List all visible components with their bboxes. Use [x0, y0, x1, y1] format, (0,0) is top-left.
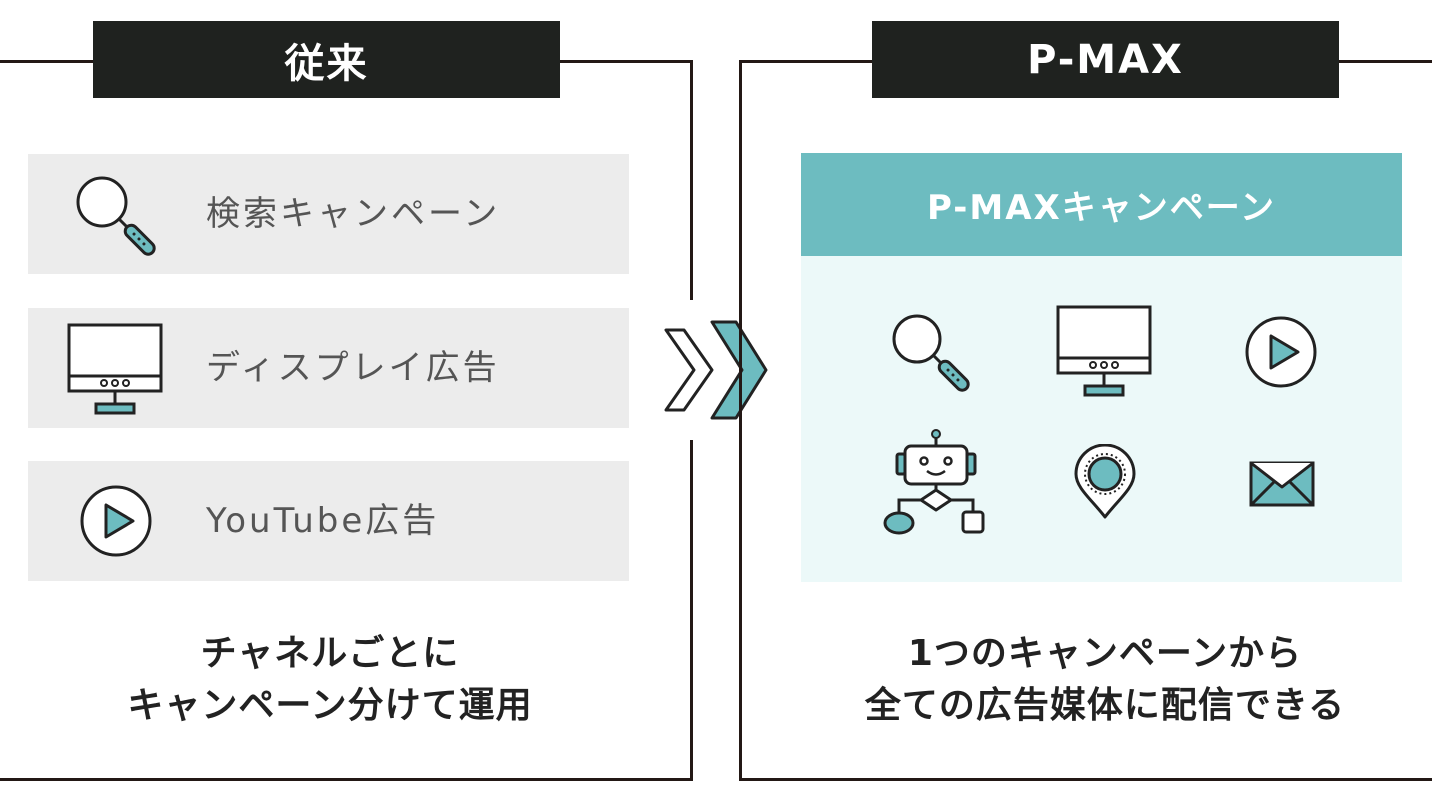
row-youtube-ads: YouTube広告 [28, 461, 629, 581]
row-label-search: 検索キャンペーン [206, 194, 501, 234]
left-caption: チャネルごとに キャンペーン分けて運用 [40, 628, 620, 732]
left-frame-top-right [559, 60, 693, 63]
map-pin-icon [1074, 444, 1136, 519]
right-tab-title: P-MAX [872, 21, 1339, 98]
right-frame-top-left [739, 60, 873, 63]
play-icon [80, 485, 152, 557]
search-icon [76, 176, 156, 256]
pmax-campaign-header: P-MAXキャンペーン [801, 153, 1402, 256]
mail-icon [1249, 461, 1315, 507]
right-caption: 1つのキャンペーンから 全ての広告媒体に配信できる [810, 628, 1400, 732]
robot-flowchart-icon [883, 429, 985, 535]
monitor-icon [1056, 305, 1152, 397]
left-caption-line1: チャネルごとに [200, 633, 460, 674]
row-display-ads: ディスプレイ広告 [28, 308, 629, 428]
search-icon [892, 314, 970, 392]
left-caption-line2: キャンペーン分けて運用 [127, 685, 533, 726]
right-frame-bottom [739, 778, 1432, 781]
row-label-display: ディスプレイ広告 [206, 348, 500, 388]
play-icon [1245, 316, 1317, 388]
right-caption-line1: 1つのキャンペーンから [907, 633, 1303, 674]
row-search-campaign: 検索キャンペーン [28, 154, 629, 274]
right-caption-line2: 全ての広告媒体に配信できる [864, 685, 1346, 726]
right-frame-top-right [1338, 60, 1432, 63]
left-tab-title: 従来 [93, 21, 560, 98]
monitor-icon [67, 323, 163, 415]
right-frame-left [739, 60, 742, 781]
left-frame-top-left [0, 60, 95, 63]
chevron-arrows-icon [664, 300, 768, 440]
pmax-icon-grid [801, 256, 1402, 582]
row-label-youtube: YouTube広告 [206, 501, 440, 541]
left-frame-bottom [0, 778, 693, 781]
